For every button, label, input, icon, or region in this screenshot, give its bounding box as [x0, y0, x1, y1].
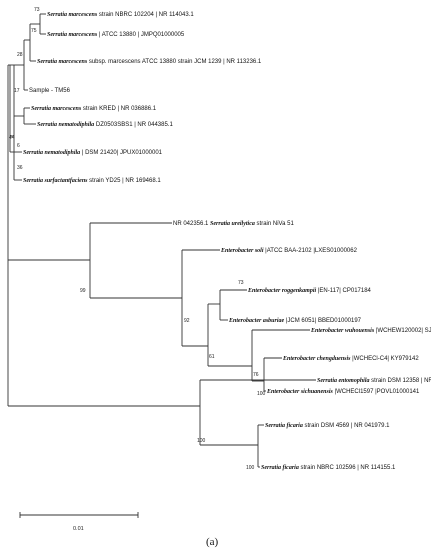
- bootstrap-value: 100: [197, 438, 206, 444]
- tip-strain: |EN-117| CP017184: [316, 288, 371, 294]
- tip-species: Serratia nematodiphila: [37, 122, 94, 128]
- tree-branches: [7, 13, 316, 468]
- tip-label: Serratia entomophila strain DSM 12358 | …: [317, 378, 431, 384]
- tip-label: Serratia marcescens strain KRED | NR 036…: [31, 106, 157, 112]
- tip-label: Serratia marcescens | ATCC 13880 | JMPQ0…: [47, 32, 185, 38]
- tip-label: NR 042356.1 Serratia ureilytica strain N…: [173, 221, 294, 227]
- tip-species: Serratia ureilytica: [210, 221, 255, 227]
- bootstrap-value: 73: [34, 7, 40, 13]
- tip-species: Enterobacter soli: [220, 248, 264, 254]
- tip-label: Serratia marcescens strain NBRC 102204 |…: [47, 12, 194, 18]
- tip-strain: strain DSM 12358 | NR 025338.1: [370, 378, 431, 384]
- tip-strain: |WCHEW120002| SJOO01000031: [374, 328, 431, 334]
- tip-species: Serratia ficaria: [261, 465, 299, 471]
- bootstrap-value: 100: [257, 391, 266, 397]
- tip-label: Enterobacter soli |ATCC BAA-2102 |LXES01…: [220, 248, 358, 254]
- tip-strain: strain KRED | NR 036886.1: [81, 106, 157, 112]
- tip-species: Serratia nematodiphila: [23, 150, 80, 156]
- tip-species: Serratia surfactantfaciens: [23, 178, 88, 184]
- tip-strain: strain NBRC 102204 | NR 114043.1: [97, 12, 194, 18]
- tip-strain: |WCHECl1597 |POVL01000141: [333, 389, 420, 395]
- bootstrap-value: 36: [17, 165, 23, 171]
- bootstrap-values: 73 75 28 17 44 6 36 73 92 99 61 76 100 1…: [9, 7, 266, 471]
- scale-bar-label: 0.01: [73, 526, 84, 532]
- tip-label: Serratia surfactantfaciens strain YD25 |…: [23, 178, 161, 184]
- tip-species: Serratia marcescens: [31, 106, 82, 112]
- tip-species: Enterobacter sichuanensis: [266, 389, 334, 395]
- tip-species: Enterobacter chengduensis: [282, 356, 351, 362]
- tip-label: Enterobacter asburiae |JCM 6051| BBED010…: [228, 318, 362, 324]
- bootstrap-value: 99: [80, 288, 86, 294]
- tip-label: Serratia ficaria strain DSM 4569 | NR 04…: [265, 423, 390, 429]
- tip-species: Enterobacter wuhouensis: [310, 328, 375, 334]
- tip-strain: subsp. marcescens ATCC 13880 strain JCM …: [87, 59, 262, 65]
- bootstrap-value: 92: [184, 318, 190, 324]
- tip-label: Sample - TM56: [29, 88, 71, 94]
- tip-species: Serratia ficaria: [265, 423, 303, 429]
- tip-strain: |JCM 6051| BBED01000197: [284, 318, 361, 324]
- tip-label: Enterobacter wuhouensis |WCHEW120002| SJ…: [310, 328, 431, 334]
- tip-strain: strain YD25 | NR 169468.1: [88, 178, 162, 184]
- tip-species: Serratia marcescens: [47, 32, 98, 38]
- tip-strain: DZ0503SBS1 | NR 044385.1: [94, 122, 173, 128]
- tip-label: Enterobacter chengduensis |WCHECl-C4| KY…: [282, 356, 419, 362]
- bootstrap-value: 6: [17, 143, 20, 149]
- terminal-branches: [13, 152, 22, 181]
- tip-accession: NR 042356.1: [173, 221, 210, 227]
- tip-strain: | DSM 21420| JPUX01000001: [80, 150, 162, 156]
- figure-caption: (a): [206, 536, 219, 548]
- tip-strain: strain NBRC 102596 | NR 114155.1: [299, 465, 396, 471]
- tip-label: Enterobacter roggenkampii |EN-117| CP017…: [247, 288, 372, 294]
- tip-species: Serratia marcescens: [47, 12, 98, 18]
- tip-labels: Serratia marcescens strain NBRC 102204 |…: [23, 12, 431, 471]
- bootstrap-value: 76: [253, 372, 259, 378]
- tip-species: Serratia entomophila: [317, 378, 370, 384]
- tip-label: Serratia nematodiphila DZ0503SBS1 | NR 0…: [37, 122, 173, 128]
- tip-label: Serratia ficaria strain NBRC 102596 | NR…: [261, 465, 396, 471]
- bootstrap-value: 44: [9, 135, 15, 141]
- tip-strain: strain DSM 4569 | NR 041979.1: [303, 423, 390, 429]
- tip-strain: |WCHECl-C4| KY979142: [351, 356, 420, 362]
- tip-strain: strain NiVa 51: [255, 221, 295, 227]
- scale-bar: 0.01: [19, 512, 139, 532]
- tip-species: Serratia marcescens: [37, 59, 88, 65]
- bootstrap-value: 28: [17, 52, 23, 58]
- bootstrap-value: 61: [209, 354, 215, 360]
- tip-strain: Sample - TM56: [29, 88, 71, 94]
- tip-strain: | ATCC 13880 | JMPQ01000005: [97, 32, 185, 38]
- bootstrap-value: 73: [238, 280, 244, 286]
- tip-species: Enterobacter roggenkampii: [247, 288, 317, 294]
- tip-strain: |ATCC BAA-2102 |LXES01000062: [264, 248, 358, 254]
- tip-label: Enterobacter sichuanensis |WCHECl1597 |P…: [266, 389, 420, 395]
- tip-species: Enterobacter asburiae: [228, 318, 285, 324]
- bootstrap-value: 17: [14, 88, 20, 94]
- tip-label: Serratia nematodiphila | DSM 21420| JPUX…: [23, 150, 163, 156]
- bootstrap-value: 100: [246, 465, 255, 471]
- tip-label: Serratia marcescens subsp. marcescens AT…: [37, 59, 262, 65]
- bootstrap-value: 75: [31, 28, 37, 34]
